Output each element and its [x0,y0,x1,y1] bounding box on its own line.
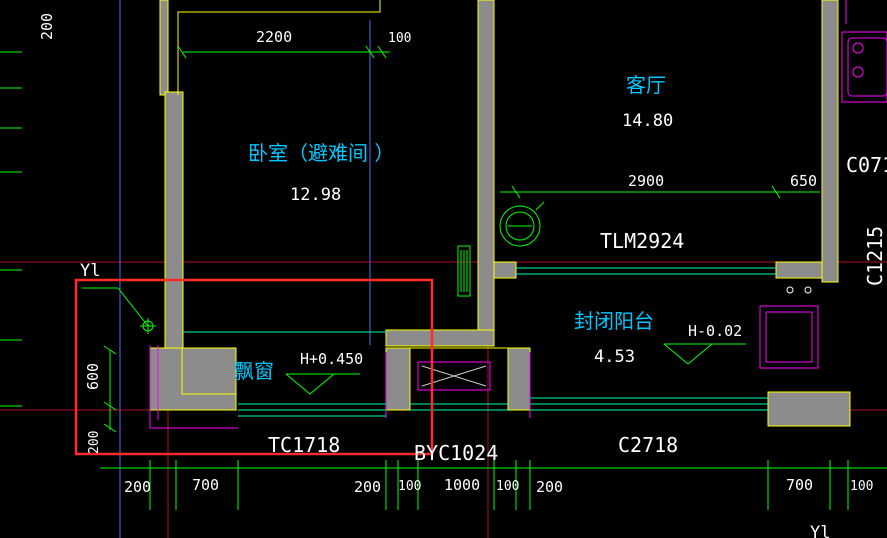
ac-unit-icon [417,361,491,391]
dim-bottom-8: 100 [850,479,873,494]
dim-200-left-vertical: 200 [87,431,102,454]
dim-bottom-4: 1000 [444,476,480,494]
axis-label-top-left: Yl [80,261,100,281]
dim-600-vertical: 600 [84,363,102,390]
dim-bottom-5: 100 [496,479,519,494]
living-room-area: 14.80 [622,111,673,131]
sink-icon [841,0,887,103]
door-symbols [457,245,471,297]
axis-label-bottom-right: Yl [810,523,830,538]
dim-bottom-3: 100 [398,479,421,494]
slab-edges [149,345,531,429]
bottom-dimension-row: 200 700 200 100 1000 100 200 700 100 [124,476,873,496]
dim-100-top: 100 [388,31,411,46]
door-code-tlm: TLM2924 [600,229,684,253]
balcony-name: 封闭阳台 [574,309,654,333]
dim-bottom-0: 200 [124,478,151,496]
window-code-c: C2718 [618,433,678,457]
left-grid-ticks [0,51,22,407]
dim-bottom-6: 200 [536,478,563,496]
washing-machine-icon [759,286,819,369]
elevation-markers [285,343,746,395]
dim-2200: 2200 [256,28,292,46]
dim-bottom-2: 200 [354,478,381,496]
window-code-right-vertical: C1215 [863,226,887,286]
bedroom-name: 卧室（避难间 ） [248,141,394,165]
dim-200-vertical: 200 [38,13,56,40]
dim-bottom-1: 700 [192,476,219,494]
balcony-elevation: H-0.02 [688,322,742,340]
bay-window-elevation: H+0.450 [300,350,363,368]
axis-marker [82,287,156,334]
dim-2900: 2900 [628,172,664,190]
extension-lines [119,0,371,538]
highlight-selection-box[interactable] [74,278,434,456]
window-code-right: C071 [846,153,887,177]
bay-window-name: 飘窗 [234,359,274,383]
bedroom-area: 12.98 [290,185,341,205]
window-code-tc: TC1718 [268,433,340,457]
dim-650: 650 [790,172,817,190]
living-room-name: 客厅 [626,73,666,97]
window-code-byc: BYC1024 [414,441,498,465]
balcony-area: 4.53 [594,347,635,367]
dimension-lines [100,45,887,510]
windows [183,267,776,417]
dim-bottom-7: 700 [786,476,813,494]
walls [149,0,851,427]
light-fixture-icon [499,201,545,247]
